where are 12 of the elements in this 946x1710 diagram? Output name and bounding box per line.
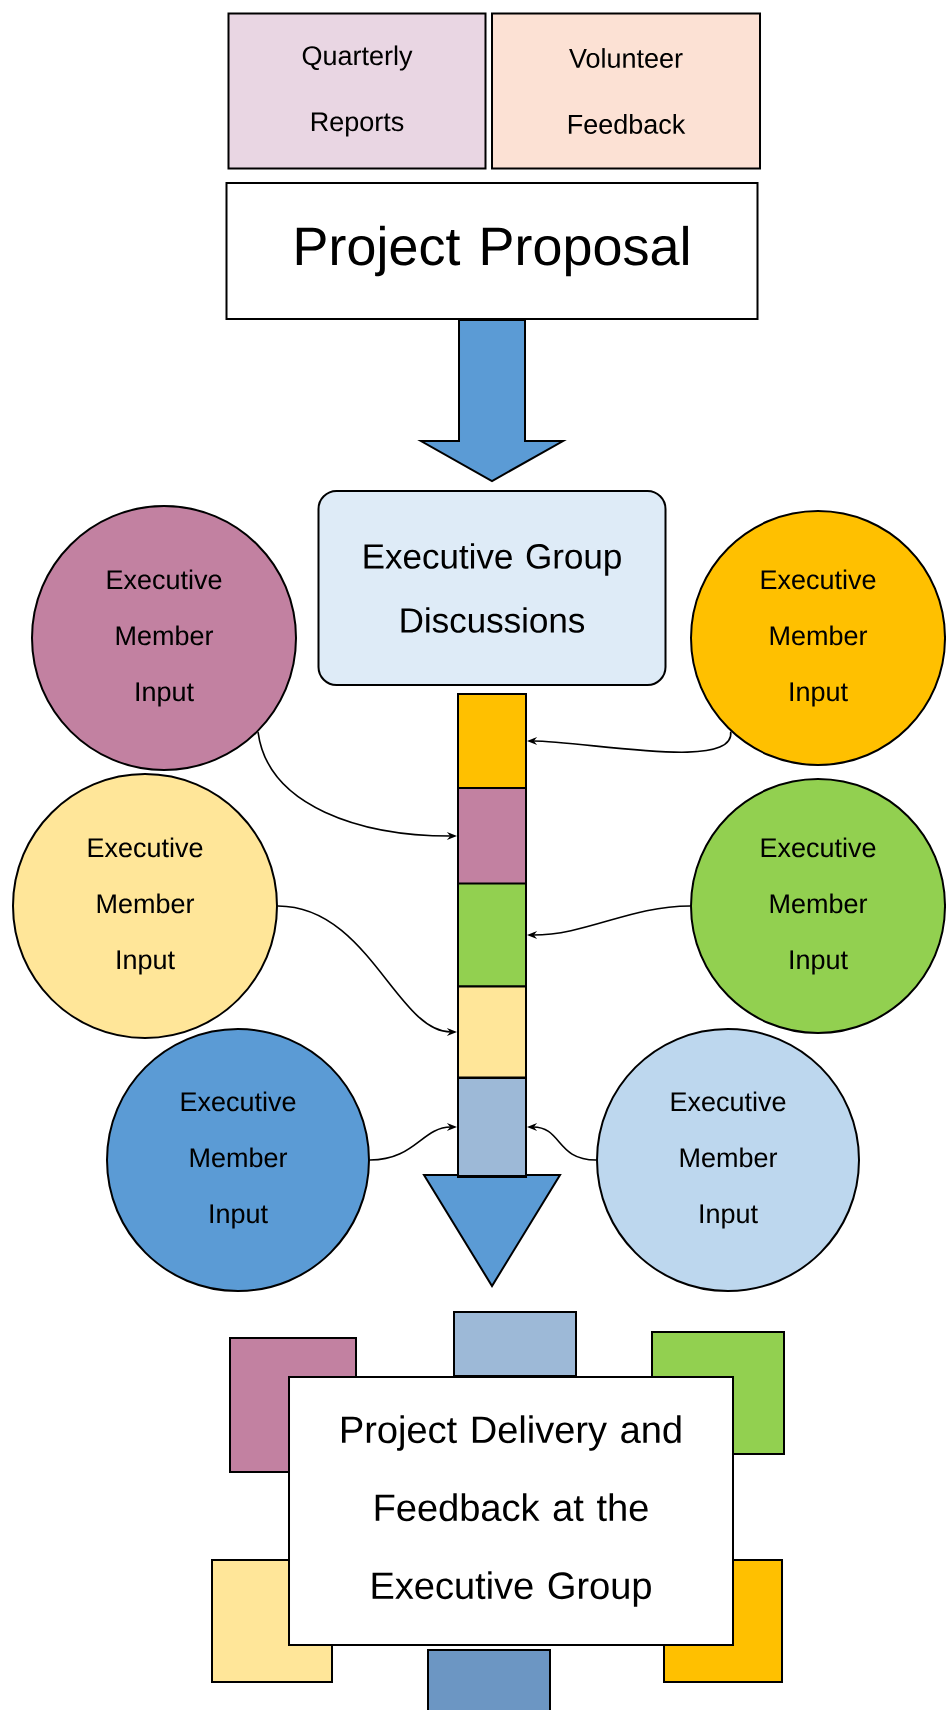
column-segment	[457, 882, 527, 988]
column-segment	[457, 1077, 527, 1177]
column-segment	[457, 787, 527, 885]
block-arrow	[417, 319, 567, 483]
column-segment	[457, 985, 527, 1079]
column-segment	[457, 693, 527, 789]
quarterly-box: Quarterly Reports	[227, 12, 487, 170]
block-arrow	[422, 1174, 562, 1288]
feedback-box: Volunteer Feedback	[491, 12, 761, 170]
process-box: Project Proposal	[225, 182, 759, 320]
process-box: Executive Group Discussions	[317, 490, 667, 686]
result-box: Project Delivery and Feedback at the Executive Group	[288, 1376, 734, 1646]
